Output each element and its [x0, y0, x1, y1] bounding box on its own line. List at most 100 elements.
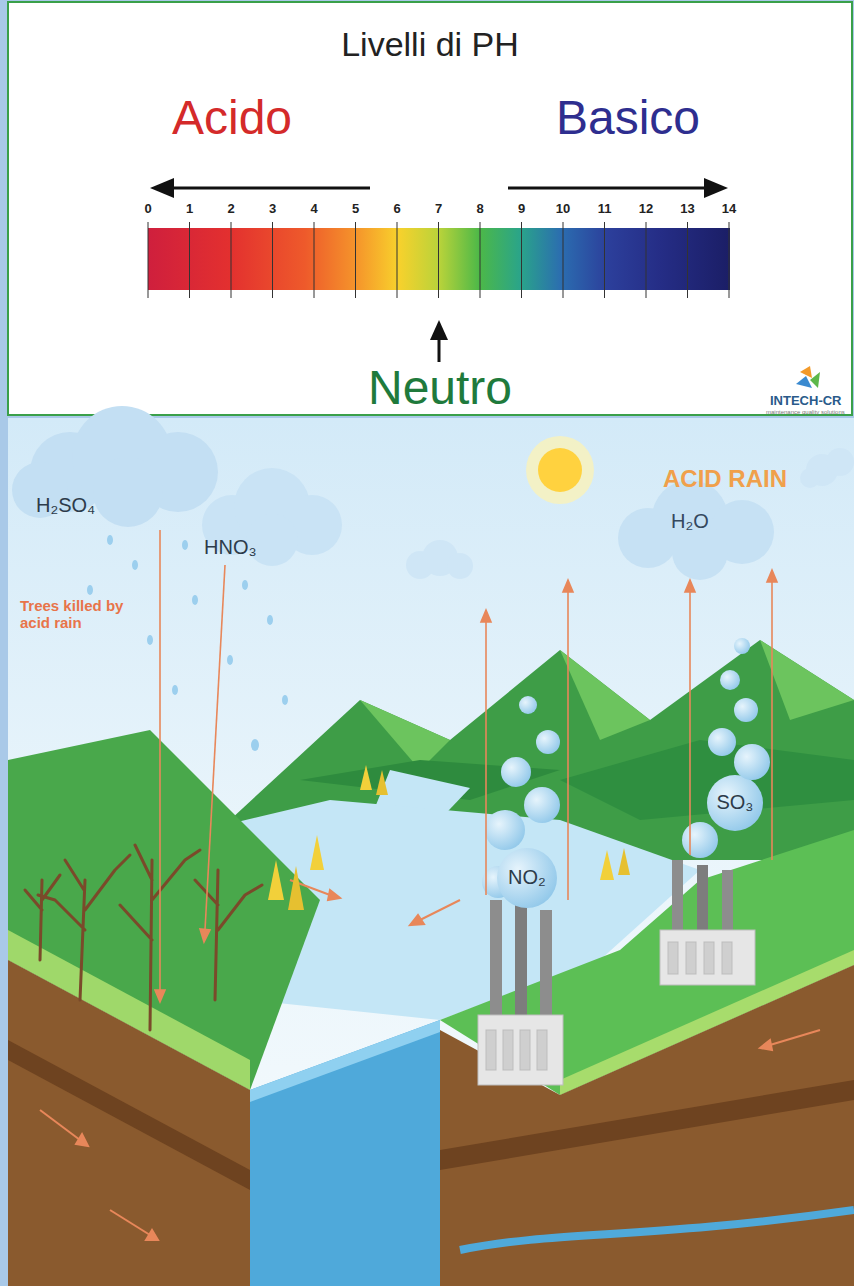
- ph-ticks: [604, 222, 605, 298]
- dead-trees: [38, 855, 130, 1000]
- rain-drops: [107, 535, 113, 545]
- rain-drops: [147, 635, 153, 645]
- ph-value: 0: [144, 202, 151, 216]
- ph-value: 4: [310, 202, 317, 216]
- factory: [686, 942, 696, 974]
- ph-ticks: [189, 222, 190, 298]
- ph-value: 6: [393, 202, 400, 216]
- dead-trees: [25, 875, 60, 960]
- cloud: [447, 553, 473, 579]
- ph-ticks: [687, 222, 688, 298]
- emission-arrows: [481, 570, 777, 900]
- emission-arrows: [689, 592, 691, 855]
- ph-value: 9: [518, 202, 525, 216]
- scale-label: Neutro: [368, 362, 512, 415]
- ph-value: 3: [269, 202, 276, 216]
- cloud: [800, 448, 854, 488]
- chemical-formula: NO₂: [508, 866, 546, 888]
- callout-note: Trees killed by acid rain: [20, 598, 132, 631]
- ph-ticks: [231, 222, 232, 298]
- rain-arrows: [205, 565, 225, 930]
- smoke-bubbles: [519, 696, 537, 714]
- scale-label: Basico: [556, 92, 700, 145]
- flow-arrows: [410, 915, 424, 925]
- conifer-trees: [360, 765, 372, 790]
- rain-drops: [227, 655, 233, 665]
- factory: [660, 930, 755, 985]
- ph-ticks: [272, 222, 273, 298]
- cloud: [800, 468, 820, 488]
- smoke-bubbles: [501, 757, 531, 787]
- rain-arrows: [155, 990, 165, 1002]
- factory: [503, 1030, 513, 1070]
- rain-drops: [242, 580, 248, 590]
- dead-trees: [25, 845, 262, 1030]
- flow-arrows: [40, 880, 820, 1240]
- rain-arrows: [200, 929, 210, 942]
- ph-ticks: [646, 222, 647, 298]
- smoke-bubbles: [707, 775, 763, 831]
- ph-value: 1: [186, 202, 193, 216]
- factory: [478, 1015, 563, 1085]
- flow-arrows: [110, 1210, 150, 1235]
- chemical-formula: H₂SO₄: [36, 494, 95, 516]
- direction-arrows: [170, 187, 370, 190]
- water-section: [460, 1210, 854, 1250]
- ph-ticks: [148, 222, 729, 298]
- conifer-trees: [618, 848, 630, 875]
- smoke-bubbles: [485, 810, 525, 850]
- ph-value: 8: [476, 202, 483, 216]
- rain-drops: [87, 535, 288, 751]
- chemical-formula: SO₃: [716, 791, 753, 813]
- logo-text: INTECH-CR: [770, 394, 842, 408]
- ph-ticks: [314, 222, 315, 298]
- flow-arrows: [146, 1230, 158, 1240]
- factory: [672, 860, 683, 932]
- factory: [660, 860, 755, 985]
- rain-arrows: [155, 530, 225, 1002]
- smoke-bubbles: [536, 730, 560, 754]
- panel-title: Livelli di PH: [341, 26, 519, 63]
- ph-value: 11: [598, 202, 612, 216]
- emission-arrows: [771, 582, 773, 860]
- illustration-title: ACID RAIN: [663, 466, 787, 492]
- chemical-formula: HNO₃: [204, 536, 257, 558]
- ph-ticks: [355, 222, 356, 298]
- conifer-trees: [310, 835, 324, 870]
- mountains: [560, 740, 854, 820]
- factory: [722, 870, 733, 932]
- smoke-bubbles: [682, 822, 718, 858]
- factory: [704, 942, 714, 974]
- rain-drops: [172, 685, 178, 695]
- ph-value: 14: [722, 202, 736, 216]
- ph-value: 13: [680, 202, 694, 216]
- factory: [490, 900, 502, 1025]
- smoke-bubbles: [734, 698, 758, 722]
- factory: [515, 905, 527, 1025]
- rain-drops: [87, 585, 93, 595]
- conifer-trees: [288, 866, 304, 910]
- sky-ground: [8, 418, 854, 1286]
- emission-arrows: [685, 580, 695, 592]
- logo-icon: [810, 372, 820, 388]
- neutral-arrow: [430, 320, 448, 362]
- factory: [520, 1030, 530, 1070]
- direction-arrows: [508, 187, 708, 190]
- ph-value: 5: [352, 202, 359, 216]
- soil: [440, 1080, 854, 1170]
- ph-ticks: [148, 222, 149, 298]
- ph-ticks: [729, 222, 730, 298]
- logo-icon: [796, 376, 812, 388]
- cloud: [672, 524, 728, 580]
- conifer-trees: [268, 765, 630, 910]
- direction-arrows: [150, 178, 174, 198]
- chemical-formula: H₂O: [671, 510, 709, 532]
- direction-arrows: [704, 178, 728, 198]
- rain-drops: [192, 595, 198, 605]
- logo-icon: [796, 366, 820, 388]
- cloud: [406, 540, 473, 579]
- smoke-bubbles: [734, 638, 750, 654]
- factory: [537, 1030, 547, 1070]
